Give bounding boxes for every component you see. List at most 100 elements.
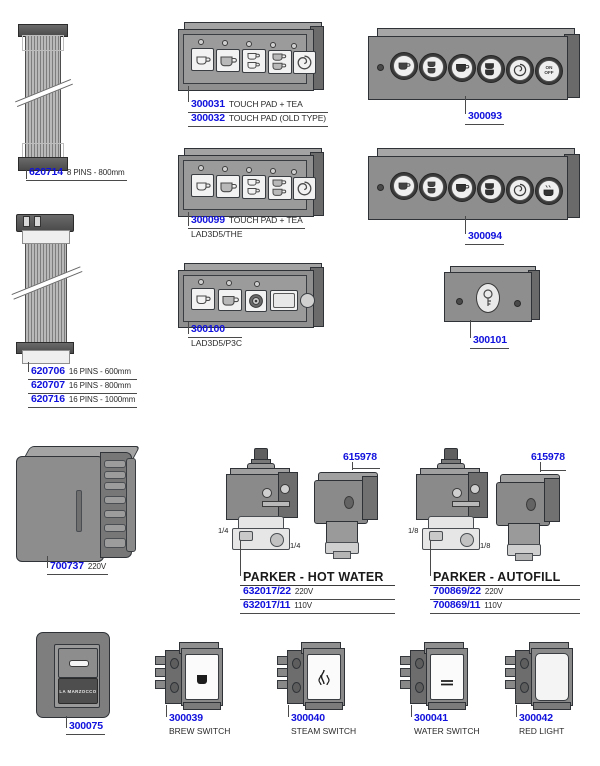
switch-300042-illustration [505,640,585,720]
label-touchpad-300031: 300031 TOUCH PAD + TEA 300032 TOUCH PAD … [188,98,329,127]
hot-water-spiral-icon[interactable] [293,51,316,74]
led-indicator [222,166,228,172]
button-large-cup[interactable] [448,54,476,82]
button-small-cup[interactable] [390,52,418,80]
part-number: 700737 [50,560,84,572]
small-cup-icon [393,55,415,77]
power-supply-illustration [16,446,146,566]
valve-title: PARKER - HOT WATER [240,570,395,586]
label-switch-300042: 300042 RED LIGHT [516,713,564,737]
led-indicator [198,39,204,45]
led-indicator [198,165,204,171]
two-large-cups-icon [480,178,502,200]
cable-clamp-top [22,230,70,244]
switch-rocker[interactable] [185,654,219,700]
table-row: 615978 [340,452,379,465]
two-large-cups-icon[interactable] [268,176,292,200]
switch-description: WATER SWITCH [414,726,480,736]
button-two-large-cups[interactable] [477,175,505,203]
leader-line-300031 [188,86,189,102]
hot-water-spiral-icon[interactable] [245,290,267,312]
large-cup-icon[interactable] [216,175,240,198]
cable-clamp-bottom [22,350,70,364]
mount-hole [292,682,301,693]
button-on-off[interactable]: ON OFF [535,57,563,85]
label-power-supply: 700737 220V [47,560,109,575]
small-cup-icon[interactable] [191,48,214,71]
part-number: 300031 [191,98,225,110]
table-row: 300100 [188,323,243,338]
water-lines-icon [441,680,453,686]
coil-terminal [280,484,290,494]
switch-300041-illustration [400,640,480,720]
two-large-cups-icon[interactable] [268,50,292,74]
table-row: 620714 8 PINS - 800mm [26,167,127,181]
button-hot-water[interactable] [506,176,534,204]
small-cup-icon[interactable] [191,174,214,197]
large-cup-icon[interactable] [218,289,242,311]
switch-upper-rocker[interactable] [58,648,98,678]
screw-left [456,298,463,305]
part-voltage: 220V [294,587,314,596]
part-number: 300101 [473,334,507,346]
leader-line-300100 [188,322,189,334]
button-two-small-cups[interactable] [419,53,447,81]
table-row: 300101 [470,335,509,349]
coil-tab [452,501,480,507]
small-cup-icon [393,175,415,197]
button-steam-tea[interactable] [535,177,563,205]
switch-bottom-tab [305,702,343,710]
connector-front-face [496,482,550,526]
led-indicator [270,42,276,48]
part-number: 300093 [468,110,502,122]
on-off-icon: ON OFF [538,60,560,82]
two-small-cups-icon[interactable] [242,49,266,73]
hot-water-spiral-icon[interactable] [293,177,316,200]
button-small-cup[interactable] [390,172,418,200]
indicator-lamp-icon[interactable] [300,293,315,308]
part-number: 300094 [468,230,502,242]
label-touchpad-300100: 300100 LAD3D5/P3C [188,323,243,349]
port-size-in: 1/8 [408,526,419,535]
part-voltage: 110V [484,601,502,610]
lamp-lens-icon[interactable] [535,653,569,701]
button-two-large-cups[interactable] [477,55,505,83]
button-two-small-cups[interactable] [419,173,447,201]
touchpad-300099-illustration [178,148,330,222]
part-number: 620706 [31,365,65,377]
switch-rocker[interactable] [307,654,341,700]
mount-hole [520,658,529,669]
cooling-fin [104,482,126,490]
leader-line-parker-autofill [430,540,431,576]
part-description: 16 PINS - 1000mm [68,395,136,404]
label-valve-hot-water: PARKER - HOT WATER 632017/22 220V 632017… [240,570,395,614]
button-large-cup[interactable] [448,174,476,202]
part-number: 700869/22 [433,585,481,597]
coil-terminal [452,488,462,498]
cable-16pin-illustration [11,214,83,364]
part-number: 300075 [69,720,103,732]
switch-rocker[interactable] [430,654,464,700]
large-cup-icon[interactable] [216,49,240,72]
two-small-cups-icon[interactable] [242,175,266,199]
leader-line-300099 [188,212,189,226]
cooling-fin [104,460,126,468]
label-switch-300039: 300039 BREW SWITCH [166,713,230,737]
part-number: 620716 [31,393,65,405]
connector-screw-hole [526,498,536,511]
cooling-fin [104,471,126,479]
label-16pin-cables: 620706 16 PINS - 600mm 620707 16 PINS - … [28,365,138,408]
key-lock-icon[interactable] [476,283,500,313]
label-switch-300075: 300075 [66,721,105,735]
small-cup-icon[interactable] [191,288,215,310]
switch-300040-illustration [277,640,357,720]
led-indicator [291,169,297,175]
led-indicator [222,40,228,46]
blank-display-icon[interactable] [270,290,298,311]
large-cup-icon [451,177,473,199]
button-hot-water[interactable] [506,56,534,84]
part-number: 300100 [191,323,225,335]
label-connector-615978-hot: 615978 [340,452,379,465]
valve-title: PARKER - AUTOFILL [430,570,580,586]
connector-screw-hole [344,496,354,509]
